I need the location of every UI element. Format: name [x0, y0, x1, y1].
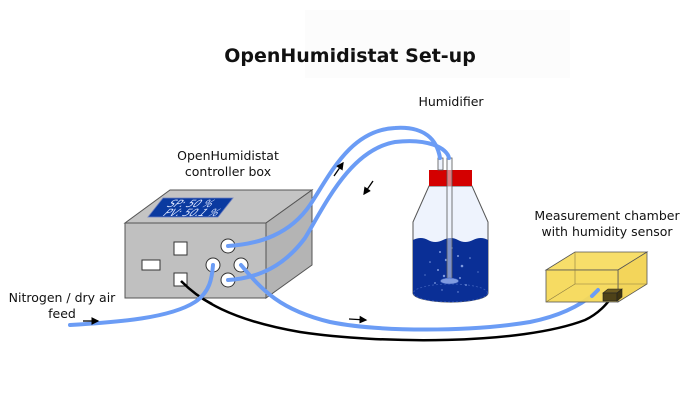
controller-display — [147, 197, 234, 218]
sensor-cable — [180, 280, 613, 342]
background-panel — [305, 10, 570, 78]
feed-tube — [68, 263, 215, 327]
humidifier-label: Humidifier — [418, 94, 484, 109]
arrow-icon — [363, 180, 374, 196]
bubbler-stone — [440, 277, 459, 285]
chamber-hidden-edge — [545, 283, 576, 303]
controller-box: SP: 50 % PV: 50.1 % — [123, 189, 314, 299]
controller-button-top[interactable] — [173, 241, 188, 256]
feed-label-line1: Nitrogen / dry air — [9, 290, 117, 305]
tube-to-humidifier — [226, 125, 442, 248]
tube-from-humidifier — [226, 139, 451, 282]
humidity-sensor — [602, 288, 623, 302]
bottle-tube-inner — [446, 157, 453, 281]
chamber-label-line2: with humidity sensor — [541, 224, 673, 239]
feed-label-line2: feed — [48, 306, 76, 321]
display-process-value: PV: 50.1 % — [160, 206, 224, 218]
arrow-icon — [348, 315, 368, 324]
display-setpoint: SP: 50 % — [164, 197, 218, 209]
chamber-label-line1: Measurement chamber — [534, 208, 680, 223]
controller-label-line2: controller box — [185, 164, 271, 179]
bottle-bottom — [413, 283, 488, 303]
sensor-cable-start — [180, 280, 213, 306]
controller-label-line1: OpenHumidistat — [177, 148, 279, 163]
chamber-tube-end — [590, 288, 600, 298]
tube-to-chamber — [239, 263, 597, 332]
page-title: OpenHumidistat Set-up — [224, 45, 476, 67]
humidifier-bottle — [412, 157, 489, 303]
controller-button-wide[interactable] — [141, 259, 161, 271]
measurement-chamber — [544, 251, 649, 303]
arrow-icon — [333, 161, 344, 177]
